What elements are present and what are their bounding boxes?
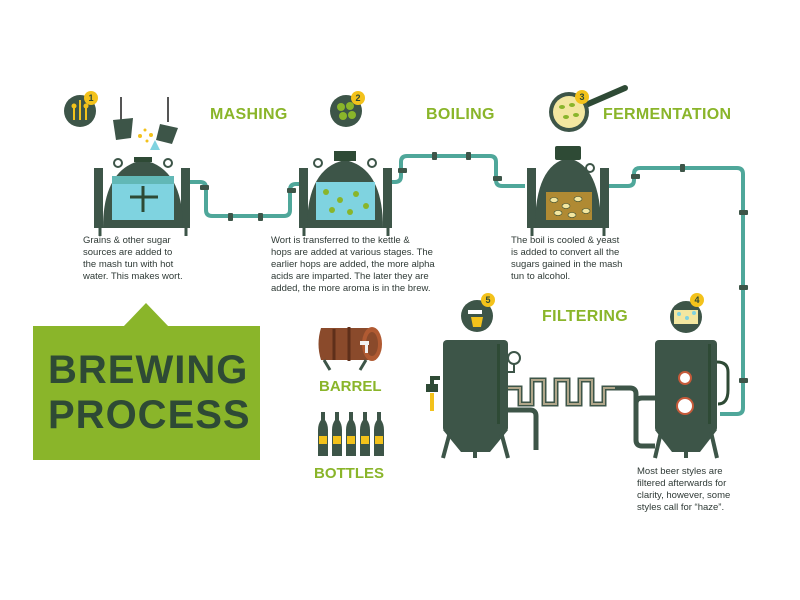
bottle	[374, 412, 384, 456]
step-title-fermentation: FERMENTATION	[603, 106, 732, 123]
step-2-description: Wort is transferred to the kettle &hops …	[271, 235, 435, 294]
step-title-filtering: FILTERING	[542, 308, 628, 325]
grain-buckets	[113, 97, 178, 150]
step-title-boiling: BOILING	[426, 106, 495, 123]
coil-filter	[505, 377, 618, 407]
bottle	[346, 412, 356, 456]
title-banner	[33, 326, 260, 460]
bottle	[360, 412, 370, 456]
step-title-mashing: MASHING	[210, 106, 288, 123]
mash-tun	[94, 157, 190, 236]
bottle-label	[333, 436, 341, 444]
bottles-icon	[318, 412, 384, 456]
filter-tank	[615, 340, 730, 459]
bottle	[332, 412, 342, 456]
banner-title-line-1: BREWING	[48, 348, 249, 392]
banner-pointer	[123, 303, 169, 327]
fermenter	[527, 146, 609, 236]
step-1-badge: 1	[84, 91, 98, 105]
filter-icon	[670, 301, 702, 333]
bottles-label: BOTTLES	[314, 465, 384, 482]
pipe-network	[187, 154, 745, 416]
bottle-label	[319, 436, 327, 444]
barrel-icon	[318, 327, 382, 371]
step-5-badge: 5	[481, 293, 495, 307]
bottling-tank	[426, 340, 539, 459]
banner-title-line-2: PROCESS	[48, 393, 251, 437]
bottle-label	[375, 436, 383, 444]
step-4-badge: 4	[690, 293, 704, 307]
bottle-label	[347, 436, 355, 444]
bottle	[318, 412, 328, 456]
tap-beer-icon	[461, 300, 493, 332]
step-3-badge: 3	[575, 90, 589, 104]
bottle-label	[361, 436, 369, 444]
boil-kettle	[299, 151, 392, 236]
pipe-joints	[200, 152, 748, 383]
barrel-label: BARREL	[319, 378, 382, 395]
step-2-badge: 2	[351, 91, 365, 105]
